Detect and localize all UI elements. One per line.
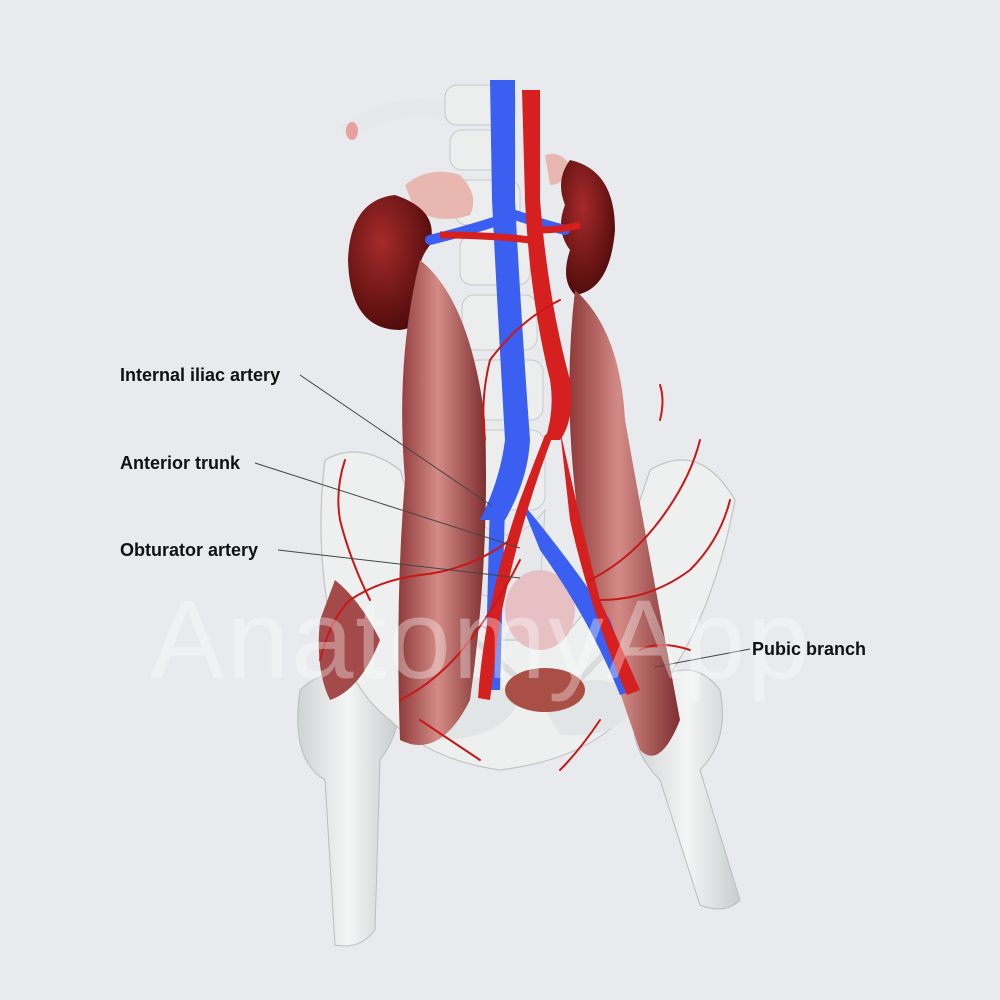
label-pubic-branch: Pubic branch xyxy=(752,639,867,659)
kidney-left xyxy=(348,195,432,330)
leader-lines xyxy=(254,374,751,668)
kidney-right xyxy=(561,160,615,295)
arterial-branches xyxy=(319,299,731,771)
watermark: AnatomyApp xyxy=(150,577,812,702)
psoas-muscle-right xyxy=(569,290,680,756)
psoas-muscle-left xyxy=(398,260,486,745)
abdominal-aorta xyxy=(439,90,640,700)
label-anterior-trunk: Anterior trunk xyxy=(120,453,241,473)
iliacus-muscle-left xyxy=(318,580,380,700)
pelvic-organs xyxy=(505,570,585,712)
adrenal-glands xyxy=(405,153,570,219)
label-internal-iliac-artery: Internal iliac artery xyxy=(120,365,281,385)
label-obturator-artery: Obturator artery xyxy=(120,540,259,560)
